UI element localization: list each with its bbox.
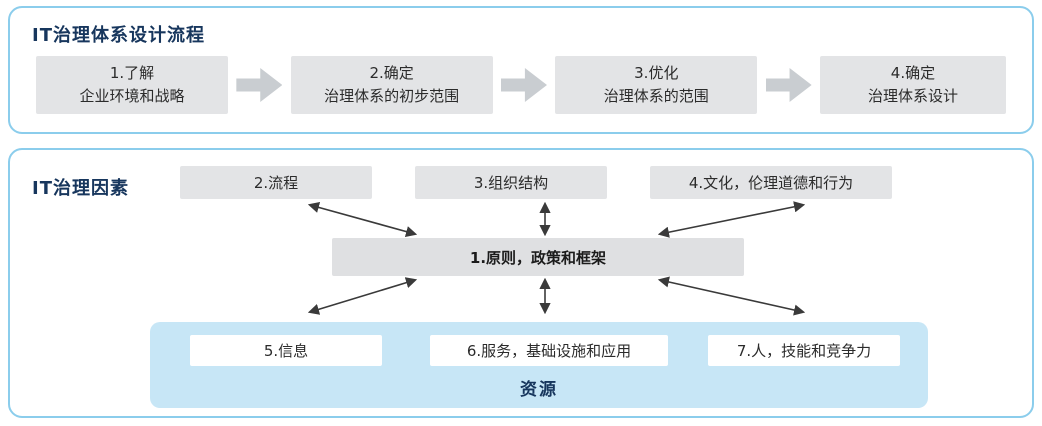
factor-culture-label: 4.文化，伦理道德和行为 bbox=[688, 174, 854, 192]
factor-process-box: 2.流程 bbox=[180, 166, 372, 199]
flow-arrow-icon bbox=[500, 68, 547, 102]
flow-step-4: 4.确定 治理体系设计 bbox=[819, 56, 1006, 114]
process-flow-title: IT治理体系设计流程 bbox=[32, 25, 205, 46]
flow-arrow-icon bbox=[236, 68, 283, 102]
governance-factors-title: IT治理因素 bbox=[32, 178, 129, 199]
process-flow-row: 1.了解 企业环境和战略 2.确定 治理体系的初步范围 3.优化 治理体系的范围… bbox=[36, 56, 1006, 114]
resource-services-box: 6.服务，基础设施和应用 bbox=[430, 335, 668, 366]
resource-services-label: 6.服务，基础设施和应用 bbox=[466, 342, 632, 360]
factor-process-label: 2.流程 bbox=[253, 174, 299, 192]
resource-information-box: 5.信息 bbox=[190, 335, 382, 366]
flow-step-3: 3.优化 治理体系的范围 bbox=[555, 56, 758, 114]
resources-container: 5.信息 6.服务，基础设施和应用 7.人，技能和竞争力 资源 bbox=[150, 322, 928, 408]
resource-information-label: 5.信息 bbox=[263, 342, 309, 360]
flow-arrow-icon bbox=[765, 68, 812, 102]
factor-org-structure-box: 3.组织结构 bbox=[415, 166, 607, 199]
resource-people-box: 7.人，技能和竞争力 bbox=[708, 335, 900, 366]
flow-step-4-label: 4.确定 治理体系设计 bbox=[867, 63, 958, 105]
governance-factors-panel: IT治理因素 2.流程 3.组织结构 4.文化，伦理道德和行为 1.原则，政策和… bbox=[8, 148, 1034, 418]
flow-step-2: 2.确定 治理体系的初步范围 bbox=[290, 56, 493, 114]
factor-principles-label: 1.原则，政策和框架 bbox=[469, 248, 607, 267]
resources-label: 资源 bbox=[520, 380, 558, 400]
flow-step-3-label: 3.优化 治理体系的范围 bbox=[603, 63, 709, 105]
factor-principles-box: 1.原则，政策和框架 bbox=[332, 238, 744, 276]
flow-step-1-label: 1.了解 企业环境和战略 bbox=[79, 63, 185, 105]
factor-org-structure-label: 3.组织结构 bbox=[473, 174, 549, 192]
factor-culture-box: 4.文化，伦理道德和行为 bbox=[650, 166, 892, 199]
flow-step-2-label: 2.确定 治理体系的初步范围 bbox=[324, 63, 460, 105]
process-flow-panel: IT治理体系设计流程 1.了解 企业环境和战略 2.确定 治理体系的初步范围 3… bbox=[8, 6, 1034, 134]
resource-people-label: 7.人，技能和竞争力 bbox=[736, 342, 872, 360]
flow-step-1: 1.了解 企业环境和战略 bbox=[36, 56, 228, 114]
